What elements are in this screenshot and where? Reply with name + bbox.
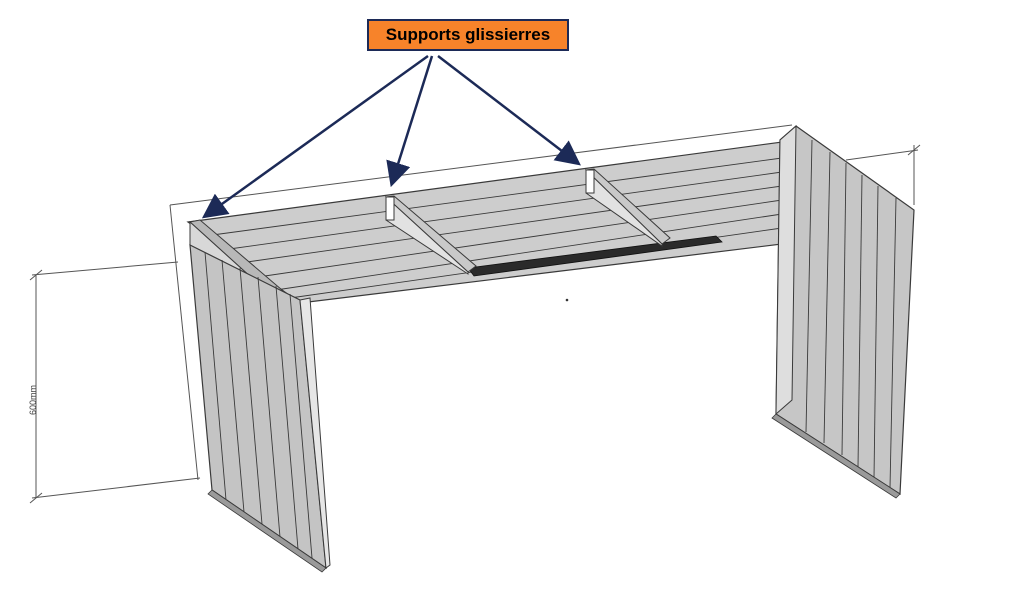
callout-arrows [201, 54, 581, 219]
right-side-panel [771, 124, 915, 499]
dimension-lines [29, 144, 921, 504]
slide-slot [467, 235, 723, 277]
height-dimension-label: 600mm [28, 384, 38, 415]
left-side-panel [189, 243, 331, 573]
callout-label: Supports glissierres [385, 25, 551, 44]
slide-support-middle [384, 195, 477, 275]
outline-frame [169, 124, 793, 481]
arrow-to-right-support [437, 55, 581, 166]
slide-supports-callout: Supports glissierres [367, 19, 569, 51]
arrow-to-middle-support [386, 55, 434, 188]
arrow-to-left-support [201, 54, 429, 219]
center-mark [565, 298, 569, 302]
slide-support-right [584, 168, 671, 247]
top-shelf [186, 141, 783, 304]
